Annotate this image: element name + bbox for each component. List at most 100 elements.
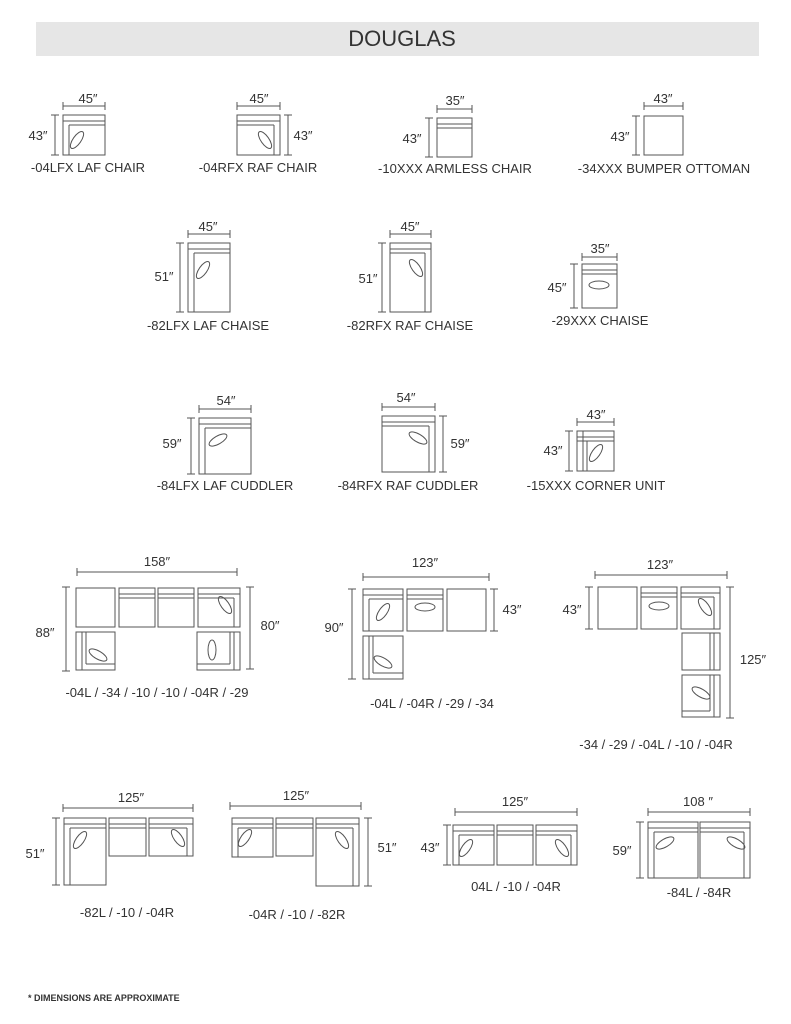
width-dim: 35″ xyxy=(445,93,464,108)
piece-label: -04LFX LAF CHAIR xyxy=(31,160,145,175)
width-dim: 45″ xyxy=(249,91,268,106)
sectional-label: -04L / -04R / -29 / -34 xyxy=(370,696,494,711)
left-dim: 51″ xyxy=(25,846,44,861)
pillow-icon xyxy=(207,639,217,661)
seat-module xyxy=(699,821,751,879)
seat-module xyxy=(148,817,194,857)
sectional-label: 04L / -10 / -04R xyxy=(471,879,561,894)
left-dim: 90″ xyxy=(324,620,343,635)
width-dim: 54″ xyxy=(396,390,415,405)
width-dim: 54″ xyxy=(216,393,235,408)
width-dim: 45″ xyxy=(78,91,97,106)
seat-module xyxy=(231,817,274,858)
width-dim: 123″ xyxy=(412,555,439,570)
seat-module xyxy=(362,635,404,680)
seat-module xyxy=(643,115,684,156)
seat-module xyxy=(446,588,487,632)
pillow-icon xyxy=(88,648,108,662)
width-dim: 108 ″ xyxy=(683,794,713,809)
piece-laf-chair: 45″ 43″ -04LFX LAF CHAIR xyxy=(28,91,145,175)
seat-module xyxy=(381,415,436,473)
depth-dim: 59″ xyxy=(450,436,469,451)
piece-label: -82RFX RAF CHAISE xyxy=(347,318,474,333)
piece-raf-cuddler: 54″ 59″ -84RFX RAF CUDDLER xyxy=(338,390,479,493)
piece-corner-unit: 43″ 43″ -15XXX CORNER UNIT xyxy=(527,407,666,493)
seat-module xyxy=(187,242,231,313)
depth-dim: 59″ xyxy=(162,436,181,451)
depth-dim: 43″ xyxy=(402,131,421,146)
right-dim: 51″ xyxy=(377,840,396,855)
piece-label: -82LFX LAF CHAISE xyxy=(147,318,269,333)
sectional-2: 123″ 90″ 43″ -04L / -04R / -29 / -34 xyxy=(324,555,521,711)
pillow-icon xyxy=(414,602,436,612)
sectional-7: 108 ″ 59″ -84L / -84R xyxy=(612,794,731,900)
seat-module xyxy=(62,114,106,156)
piece-label: -15XXX CORNER UNIT xyxy=(527,478,666,493)
pillow-icon xyxy=(408,258,424,278)
title-bar xyxy=(36,22,759,56)
width-dim: 43″ xyxy=(586,407,605,422)
sectional-label: -82L / -10 / -04R xyxy=(80,905,174,920)
seat-module xyxy=(576,430,615,472)
piece-bumper-ottoman: 43″ 43″ -34XXX BUMPER OTTOMAN xyxy=(578,91,750,176)
pillow-icon xyxy=(217,595,233,615)
depth-dim: 45″ xyxy=(547,280,566,295)
sectional-label: -04R / -10 / -82R xyxy=(249,907,346,922)
right-dim: 125″ xyxy=(740,652,767,667)
pillow-icon xyxy=(588,443,604,463)
piece-label: -29XXX CHAISE xyxy=(552,313,649,328)
pillow-icon xyxy=(691,686,711,700)
width-dim: 43″ xyxy=(653,91,672,106)
width-dim: 125″ xyxy=(118,790,145,805)
seat-module xyxy=(389,242,432,313)
left-dim: 43″ xyxy=(562,602,581,617)
width-dim: 125″ xyxy=(283,788,310,803)
pillow-icon xyxy=(554,838,570,858)
left-dim: 88″ xyxy=(35,625,54,640)
width-dim: 158″ xyxy=(144,554,171,569)
depth-dim: 43″ xyxy=(293,128,312,143)
pillow-icon xyxy=(458,838,474,858)
seat-module xyxy=(581,263,618,309)
seat-module xyxy=(196,631,241,671)
depth-dim: 43″ xyxy=(543,443,562,458)
left-dim: 59″ xyxy=(612,843,631,858)
sectional-1: 158″ 88″ 80″ -04L / -34 / -10 / -10 / -0… xyxy=(35,554,279,700)
seat-module xyxy=(108,817,147,857)
pillow-icon xyxy=(726,836,746,850)
width-dim: 45″ xyxy=(198,219,217,234)
furniture-shapes xyxy=(51,102,751,887)
seat-module xyxy=(198,417,252,475)
piece-label: -10XXX ARMLESS CHAIR xyxy=(378,161,532,176)
left-dim: 43″ xyxy=(420,840,439,855)
sectional-6: 125″ 43″ 04L / -10 / -04R xyxy=(420,794,560,894)
seat-module xyxy=(157,587,195,628)
pillow-icon xyxy=(195,260,211,280)
seat-module xyxy=(452,824,495,866)
pillow-icon xyxy=(208,433,228,447)
seat-module xyxy=(236,114,281,156)
seat-module xyxy=(197,587,241,628)
right-dim: 43″ xyxy=(502,602,521,617)
seat-module xyxy=(680,586,721,630)
piece-chaise: 35″ 45″ -29XXX CHAISE xyxy=(547,241,648,328)
seat-module xyxy=(275,817,314,857)
piece-laf-chaise: 45″ 51″ -82LFX LAF CHAISE xyxy=(147,219,269,333)
seat-module xyxy=(75,631,116,671)
pillow-icon xyxy=(655,836,675,850)
seat-module xyxy=(362,588,404,632)
depth-dim: 51″ xyxy=(358,271,377,286)
sectional-4: 125″ 51″ -82L / -10 / -04R xyxy=(25,790,174,920)
page-title: DOUGLAS xyxy=(348,26,456,51)
seat-module xyxy=(597,586,638,630)
piece-laf-cuddler: 54″ 59″ -84LFX LAF CUDDLER xyxy=(157,393,294,493)
sectional-label: -34 / -29 / -04L / -10 / -04R xyxy=(579,737,732,752)
seat-module xyxy=(315,817,360,887)
pillow-icon xyxy=(69,130,85,150)
width-dim: 35″ xyxy=(590,241,609,256)
pillow-icon xyxy=(408,431,428,445)
pillow-icon xyxy=(170,828,186,848)
width-dim: 125″ xyxy=(502,794,529,809)
piece-raf-chair: 45″ 43″ -04RFX RAF CHAIR xyxy=(199,91,317,175)
